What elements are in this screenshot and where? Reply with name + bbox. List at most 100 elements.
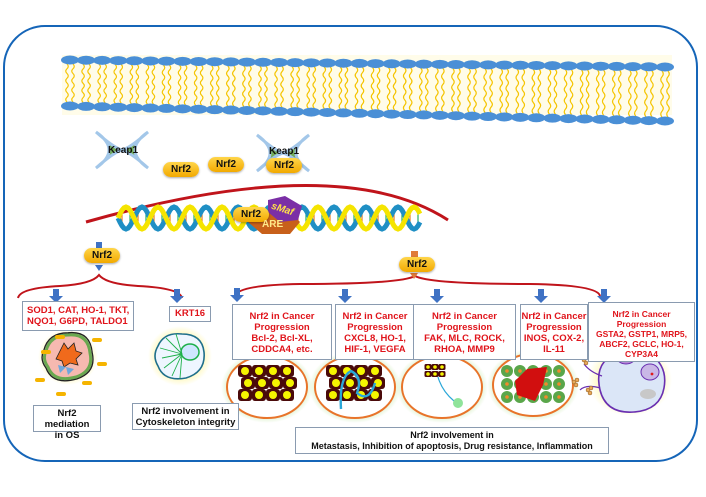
lipid-head <box>318 107 337 117</box>
cytoskeleton-cell-icon <box>148 326 212 386</box>
lipid-tail <box>408 67 413 111</box>
nrf2-left-node: Nrf2 <box>84 248 121 263</box>
gene-list-line: Progression <box>254 322 310 333</box>
lipid-head <box>656 116 674 126</box>
lipid-heads <box>61 55 674 126</box>
lipid-head <box>286 58 305 68</box>
summary-line: Nrf2 involvement in <box>410 430 494 440</box>
lipid-tail <box>354 66 359 110</box>
lipid-head <box>382 59 401 69</box>
arrow-shaft <box>538 289 544 296</box>
lipid-tail <box>569 69 574 115</box>
lipid-head <box>446 111 465 121</box>
tumor-nucleus <box>244 379 252 387</box>
lipid-head <box>189 104 208 114</box>
gene-list-line: GSTA2, GSTP1, MRP5, <box>595 329 687 339</box>
lipid-head <box>141 103 160 113</box>
arrow-shaft <box>342 289 348 296</box>
lipid-tail <box>344 66 349 110</box>
lipid-tail <box>97 63 102 104</box>
tumor-nucleus <box>426 372 430 376</box>
lipid-tail <box>135 64 140 105</box>
lipid-head <box>157 103 176 113</box>
lipid-tail <box>81 63 85 103</box>
lipid-head <box>125 103 144 113</box>
gene-list-line: IL-11 <box>543 344 565 355</box>
lipid-tail <box>177 64 182 106</box>
lipid-head <box>270 57 289 67</box>
tumor-nucleus <box>343 391 351 399</box>
drug-resistance-cell-icon <box>571 344 672 416</box>
lipid-tail <box>145 64 150 105</box>
lipid-head <box>575 61 594 71</box>
lipid-tail <box>563 69 568 115</box>
smaf-icon <box>268 196 302 222</box>
lipid-head <box>61 101 79 111</box>
gene-list-line: SOD1, CAT, HO-1, TKT, <box>27 305 130 316</box>
lipid-tail <box>627 70 632 117</box>
lipid-head <box>623 115 642 125</box>
tumor-nucleus <box>371 391 379 399</box>
lipid-tail <box>499 68 504 114</box>
lipid-head <box>559 61 578 71</box>
arrow-head <box>534 296 548 303</box>
lipid-head <box>93 55 112 65</box>
lipid-head <box>479 112 498 122</box>
lipid-head <box>270 106 289 116</box>
arrow-shaft <box>53 289 59 296</box>
arrow-shaft <box>601 289 607 296</box>
lipid-head <box>141 56 160 66</box>
down-arrows <box>49 288 611 303</box>
lipid-tail <box>483 68 487 113</box>
nrf2-nuclear-pill: Nrf2 <box>233 207 270 222</box>
lipid-tail <box>209 65 214 107</box>
nrf2-small-marker <box>97 362 107 366</box>
keap1-right-icon <box>256 133 310 173</box>
lipid-tail <box>113 64 118 104</box>
lipid-head <box>109 102 128 112</box>
gene-list-line: CYP3A4 <box>624 349 659 359</box>
lipid-tail <box>264 65 268 108</box>
lipid-head <box>366 109 385 119</box>
left-branch-brace <box>17 273 183 299</box>
lipid-tail <box>151 64 156 105</box>
lipid-head <box>559 114 578 124</box>
tumor-nucleus <box>433 372 437 376</box>
tumor-nucleus <box>360 379 368 387</box>
gene-list-line: Nrf2 in Cancer <box>249 311 315 322</box>
gene-list-line: CXCL8, HO-1, <box>344 333 406 344</box>
lipid-head <box>511 60 530 70</box>
vessel <box>339 369 377 410</box>
lipid-tail <box>611 70 616 117</box>
lipid-head <box>221 57 240 67</box>
tumor-nucleus <box>505 369 509 373</box>
nrf2-bound-pill: Nrf2 <box>266 158 303 173</box>
lipid-tail <box>183 64 188 106</box>
arrow-head <box>230 295 244 302</box>
lipid-head <box>527 113 546 123</box>
lipid-tail <box>167 64 172 105</box>
lipid-head <box>543 61 562 71</box>
lipid-tail <box>199 65 204 106</box>
lipid-head <box>463 111 482 121</box>
arrow-head <box>338 296 352 303</box>
caption-line: Nrf2 involvement in <box>141 406 230 417</box>
lipid-tail <box>531 69 536 115</box>
lipid-tail <box>290 66 294 109</box>
lipid-tail <box>258 65 262 108</box>
lipid-head <box>93 102 112 112</box>
tumor-nucleus <box>518 369 522 373</box>
gene-list-line: Nrf2 in Cancer <box>432 311 497 322</box>
gene-list-line: HIF-1, VEGFA <box>344 344 406 355</box>
lipid-tail <box>579 69 584 116</box>
lipid-head <box>398 110 417 120</box>
lipid-tail <box>338 66 343 110</box>
lipid-tail <box>71 63 75 103</box>
lipid-head <box>77 101 96 111</box>
tumor-nucleus <box>329 367 337 375</box>
lipid-head <box>350 108 369 118</box>
lipid-head <box>479 60 498 70</box>
lipid-tail <box>248 65 252 107</box>
lipid-head <box>157 56 176 66</box>
